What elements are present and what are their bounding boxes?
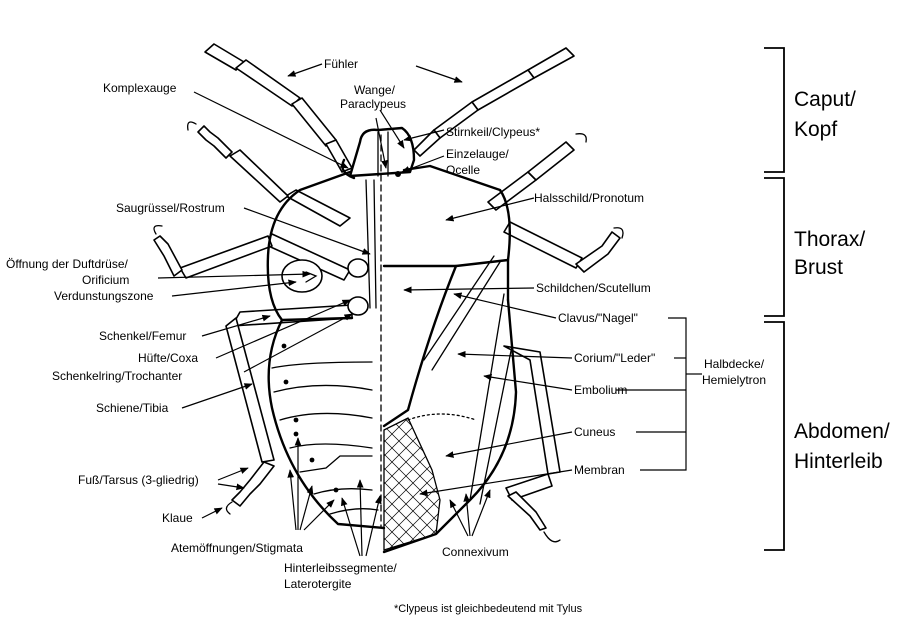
region-abdomen-2: Hinterleib	[794, 450, 883, 473]
label-schildchen: Schildchen/Scutellum	[536, 281, 651, 295]
halbdecke-bracket	[616, 317, 702, 471]
region-caput-2: Kopf	[794, 118, 837, 141]
abdomen-bracket	[764, 321, 785, 551]
thorax-outline	[266, 170, 354, 322]
label-clavus: Clavus/"Nagel"	[558, 311, 638, 325]
label-schenkelring: Schenkelring/Trochanter	[52, 369, 182, 383]
label-duftdruese-2: Orificium	[82, 273, 129, 287]
label-saugruessel: Saugrüssel/Rostrum	[116, 201, 225, 215]
label-huefte: Hüfte/Coxa	[138, 351, 198, 365]
label-halsschild: Halsschild/Pronotum	[534, 191, 644, 205]
membrane-mesh	[383, 417, 441, 551]
head-outline	[348, 126, 416, 178]
label-corium: Corium/"Leder"	[574, 351, 655, 365]
label-halbdecke-1: Halbdecke/	[704, 357, 765, 371]
antennae	[204, 43, 575, 173]
region-caput-1: Caput/	[794, 88, 856, 111]
label-duftdruese-1: Öffnung der Duftdrüse/	[6, 257, 129, 271]
region-thorax-2: Brust	[794, 256, 843, 279]
label-verdunstung: Verdunstungszone	[54, 289, 154, 303]
labels: Fühler Komplexauge Wange/ Paraclypeus St…	[6, 57, 766, 591]
label-schenkel: Schenkel/Femur	[99, 329, 186, 343]
thorax-bracket	[764, 177, 785, 317]
label-schiene: Schiene/Tibia	[96, 401, 169, 415]
bug-body	[266, 126, 518, 554]
abdomen-outline	[267, 318, 386, 530]
region-thorax-1: Thorax/	[794, 228, 865, 251]
label-wange-2: Paraclypeus	[340, 97, 406, 111]
label-membran: Membran	[574, 463, 625, 477]
region-abdomen-1: Abdomen/	[794, 420, 890, 443]
legs	[153, 121, 624, 543]
caput-bracket	[764, 47, 785, 173]
region-titles: Caput/ Kopf Thorax/ Brust Abdomen/ Hinte…	[794, 88, 890, 473]
label-halbdecke-2: Hemielytron	[702, 373, 766, 387]
label-fuehler: Fühler	[324, 57, 358, 71]
leader-lines	[157, 63, 573, 557]
label-hinterleib-1: Hinterleibssegmente/	[284, 561, 397, 575]
label-embolium: Embolium	[574, 383, 627, 397]
label-connexivum: Connexivum	[442, 545, 509, 559]
label-einzelauge-1: Einzelauge/	[446, 147, 509, 161]
footnote: *Clypeus ist gleichbedeutend mit Tylus	[394, 603, 583, 615]
label-cuneus: Cuneus	[574, 425, 615, 439]
label-einzelauge-2: Ocelle	[446, 163, 480, 177]
label-stirnkeil: Stirnkeil/Clypeus*	[446, 125, 540, 139]
label-atemoeffnungen: Atemöffnungen/Stigmata	[171, 541, 303, 555]
region-brackets	[764, 47, 785, 551]
label-komplexauge: Komplexauge	[103, 81, 177, 95]
label-fuss: Fuß/Tarsus (3-gliedrig)	[78, 473, 199, 487]
label-klaue: Klaue	[162, 511, 193, 525]
label-hinterleib-2: Laterotergite	[284, 577, 352, 591]
label-wange-1: Wange/	[354, 83, 396, 97]
